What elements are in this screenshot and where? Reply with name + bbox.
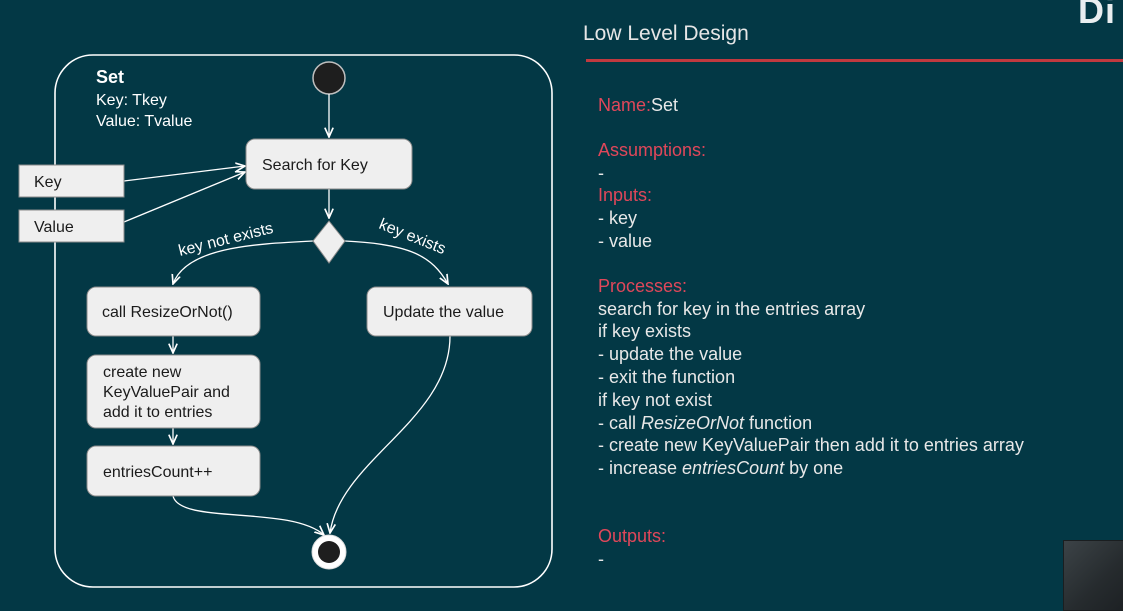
- name-value: Set: [651, 95, 679, 115]
- process-line: if key not exist: [598, 389, 713, 410]
- create-node-line-2: KeyValuePair and: [103, 384, 230, 401]
- outputs-label: Outputs:: [598, 525, 667, 546]
- edge-key-to-search: [123, 166, 245, 182]
- process-line: - call ResizeOrNot function: [598, 412, 1118, 435]
- process-line: - update the value: [598, 344, 743, 365]
- process-line: - exit the function: [598, 366, 736, 387]
- webcam-thumbnail: [1063, 540, 1123, 611]
- name-row: Name:Set: [598, 94, 1118, 117]
- process-text: - increase: [598, 458, 683, 479]
- edge-label-not-exists: key not exists: [177, 220, 275, 260]
- process-line: search for key in the entries array: [598, 298, 866, 319]
- inputs-item: - key: [598, 208, 638, 229]
- assumptions-label: Assumptions:: [598, 139, 707, 160]
- count-node-label: entriesCount++: [103, 464, 212, 481]
- create-node: [86, 354, 261, 429]
- frame-key-type: Key: Tkey: [96, 92, 167, 109]
- value-input-label: Value: [34, 219, 74, 236]
- create-node-line-3: add it to entries: [103, 404, 212, 421]
- panel-title-rule: [586, 59, 1123, 62]
- name-label: Name:: [598, 95, 652, 115]
- edges: [123, 94, 451, 535]
- decision-node: [312, 220, 346, 264]
- process-text: - call: [598, 412, 642, 433]
- inputs-label: Inputs:: [598, 185, 653, 206]
- resize-node: [86, 286, 261, 337]
- process-italic-text: entriesCount: [682, 458, 785, 479]
- resize-node-label: call ResizeOrNot(): [102, 304, 233, 321]
- lld-panel: Name:Set Assumptions: - Inputs: - key - …: [598, 94, 1118, 571]
- value-input-box: [18, 209, 125, 243]
- panel-title: Low Level Design: [583, 22, 749, 45]
- frame-title: Set: [96, 67, 124, 87]
- final-node-inner: [318, 541, 340, 563]
- edge-not-exists: [173, 240, 314, 284]
- inputs-item: - value: [598, 230, 653, 251]
- edge-count-to-final: [172, 495, 324, 535]
- process-text: by one: [784, 458, 844, 479]
- count-node: [86, 445, 261, 497]
- key-input-box: [18, 164, 125, 198]
- set-frame: [54, 54, 553, 588]
- process-line: if key exists: [598, 321, 692, 342]
- frame-value-type: Value: Tvalue: [96, 113, 192, 130]
- search-node: [245, 138, 413, 190]
- edge-value-to-search: [123, 172, 245, 223]
- edge-exists: [344, 240, 448, 284]
- update-node: [366, 286, 533, 337]
- create-node-line-1: create new: [103, 364, 182, 381]
- initial-node: [312, 61, 346, 95]
- corner-logo-text: Di: [1078, 0, 1116, 31]
- process-line: - create new KeyValuePair then add it to…: [598, 435, 1024, 456]
- edge-update-to-final: [330, 335, 451, 533]
- processes-label: Processes:: [598, 275, 688, 296]
- process-italic-text: ResizeOrNot: [641, 412, 745, 433]
- outputs-value: -: [598, 548, 604, 569]
- assumptions-value: -: [598, 162, 604, 183]
- update-node-label: Update the value: [383, 304, 504, 321]
- process-text: function: [744, 412, 813, 433]
- search-node-label: Search for Key: [262, 157, 368, 174]
- process-line: - increase entriesCount by one: [598, 457, 1118, 480]
- key-input-label: Key: [34, 174, 62, 191]
